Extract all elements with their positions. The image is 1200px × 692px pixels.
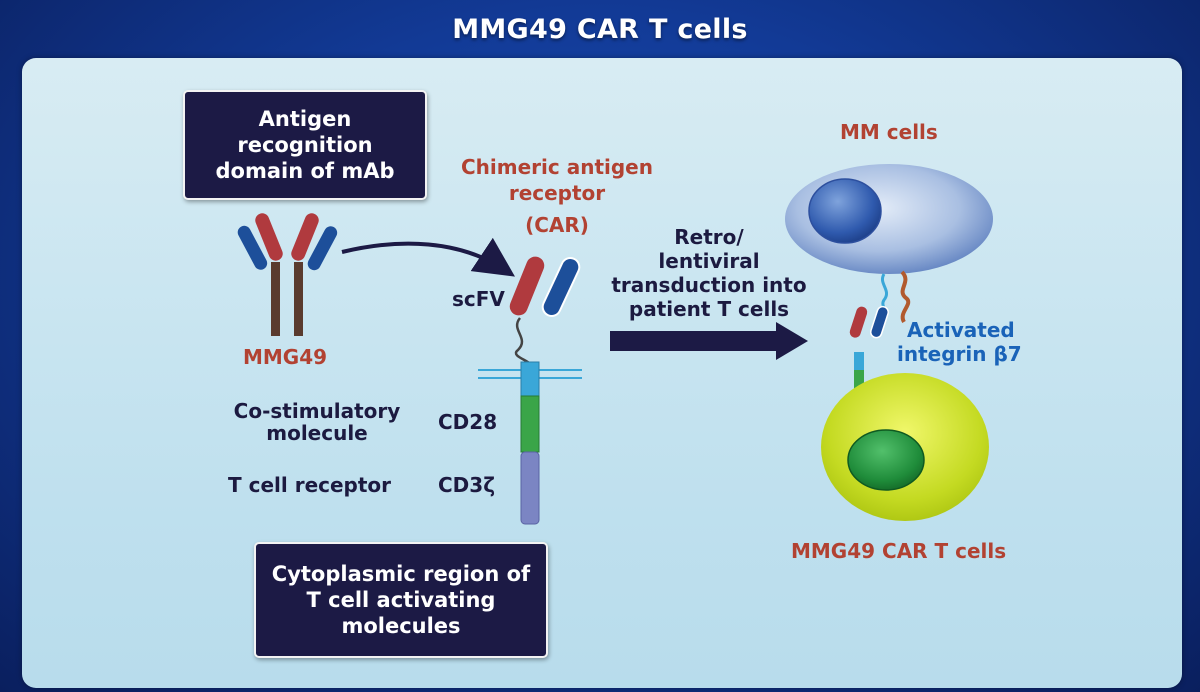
car-label-line1: Chimeric antigen — [461, 155, 653, 179]
cyto-box-line1: Cytoplasmic region of — [271, 562, 531, 586]
transduction-line2: lentiviral — [658, 249, 760, 273]
antibody-heavy-chain-right — [291, 213, 319, 261]
scfv-heavy-domain — [509, 256, 545, 316]
curved-arrow-icon — [341, 237, 515, 277]
antigen-box-line1: Antigen — [258, 107, 352, 131]
antibody-heavy-stalk-left — [271, 262, 280, 336]
mm-cells-label: MM cells — [840, 120, 938, 144]
car-label-line2: receptor — [508, 181, 606, 205]
cd3z-label: CD3ζ — [438, 473, 496, 497]
antigen-box-line3: domain of mAb — [215, 159, 395, 183]
scfv-light-domain — [541, 257, 581, 317]
antibody-heavy-stalk-right — [294, 262, 303, 336]
antibody-label: MMG49 — [243, 345, 328, 369]
integrin-line1: Activated — [907, 318, 1015, 342]
transduction-line3: transduction into — [611, 273, 807, 297]
tcr-label: T cell receptor — [228, 473, 392, 497]
antibody-icon — [237, 213, 338, 336]
integrin-label: Activated integrin β7 — [897, 318, 1022, 366]
cd3z-domain — [520, 451, 540, 525]
cyto-box-line3: molecules — [341, 614, 461, 638]
car-label: Chimeric antigen receptor (CAR) — [448, 154, 666, 238]
antibody-heavy-chain-left — [255, 213, 283, 261]
antibody-light-chain-right — [307, 226, 338, 271]
scfv-label: scFV — [452, 287, 505, 311]
transduction-label: Retro/ lentiviral transduction into pati… — [598, 225, 820, 321]
car-t-cells-label: MMG49 CAR T cells — [791, 539, 1007, 563]
slide-title: MMG49 CAR T cells — [452, 14, 748, 45]
cyto-box-line2: T cell activating — [306, 588, 496, 612]
integrin-beta7-icon — [900, 270, 911, 324]
car-t-cell-icon — [821, 373, 989, 521]
mm-cell-icon — [785, 164, 993, 274]
antigen-box-line2: recognition — [237, 133, 373, 157]
cd28-label: CD28 — [438, 410, 498, 434]
hinge-linker — [514, 317, 532, 365]
car-label-line3: (CAR) — [525, 213, 589, 237]
transduction-line1: Retro/ — [674, 225, 744, 249]
transduction-line4: patient T cells — [628, 297, 790, 321]
costim-line1: Co-stimulatory — [233, 399, 401, 423]
car-construct-icon — [478, 256, 582, 525]
costim-label: Co-stimulatory molecule — [222, 400, 412, 444]
antigen-recognition-box: Antigen recognition domain of mAb — [183, 90, 427, 200]
cytoplasmic-region-box: Cytoplasmic region of T cell activating … — [254, 542, 548, 658]
transmembrane-domain — [520, 361, 540, 397]
costim-line2: molecule — [266, 421, 368, 445]
integrin-line2: integrin β7 — [897, 342, 1022, 366]
cd28-domain — [520, 395, 540, 453]
antibody-light-chain-left — [237, 225, 268, 270]
transduction-arrow-icon — [610, 322, 808, 360]
